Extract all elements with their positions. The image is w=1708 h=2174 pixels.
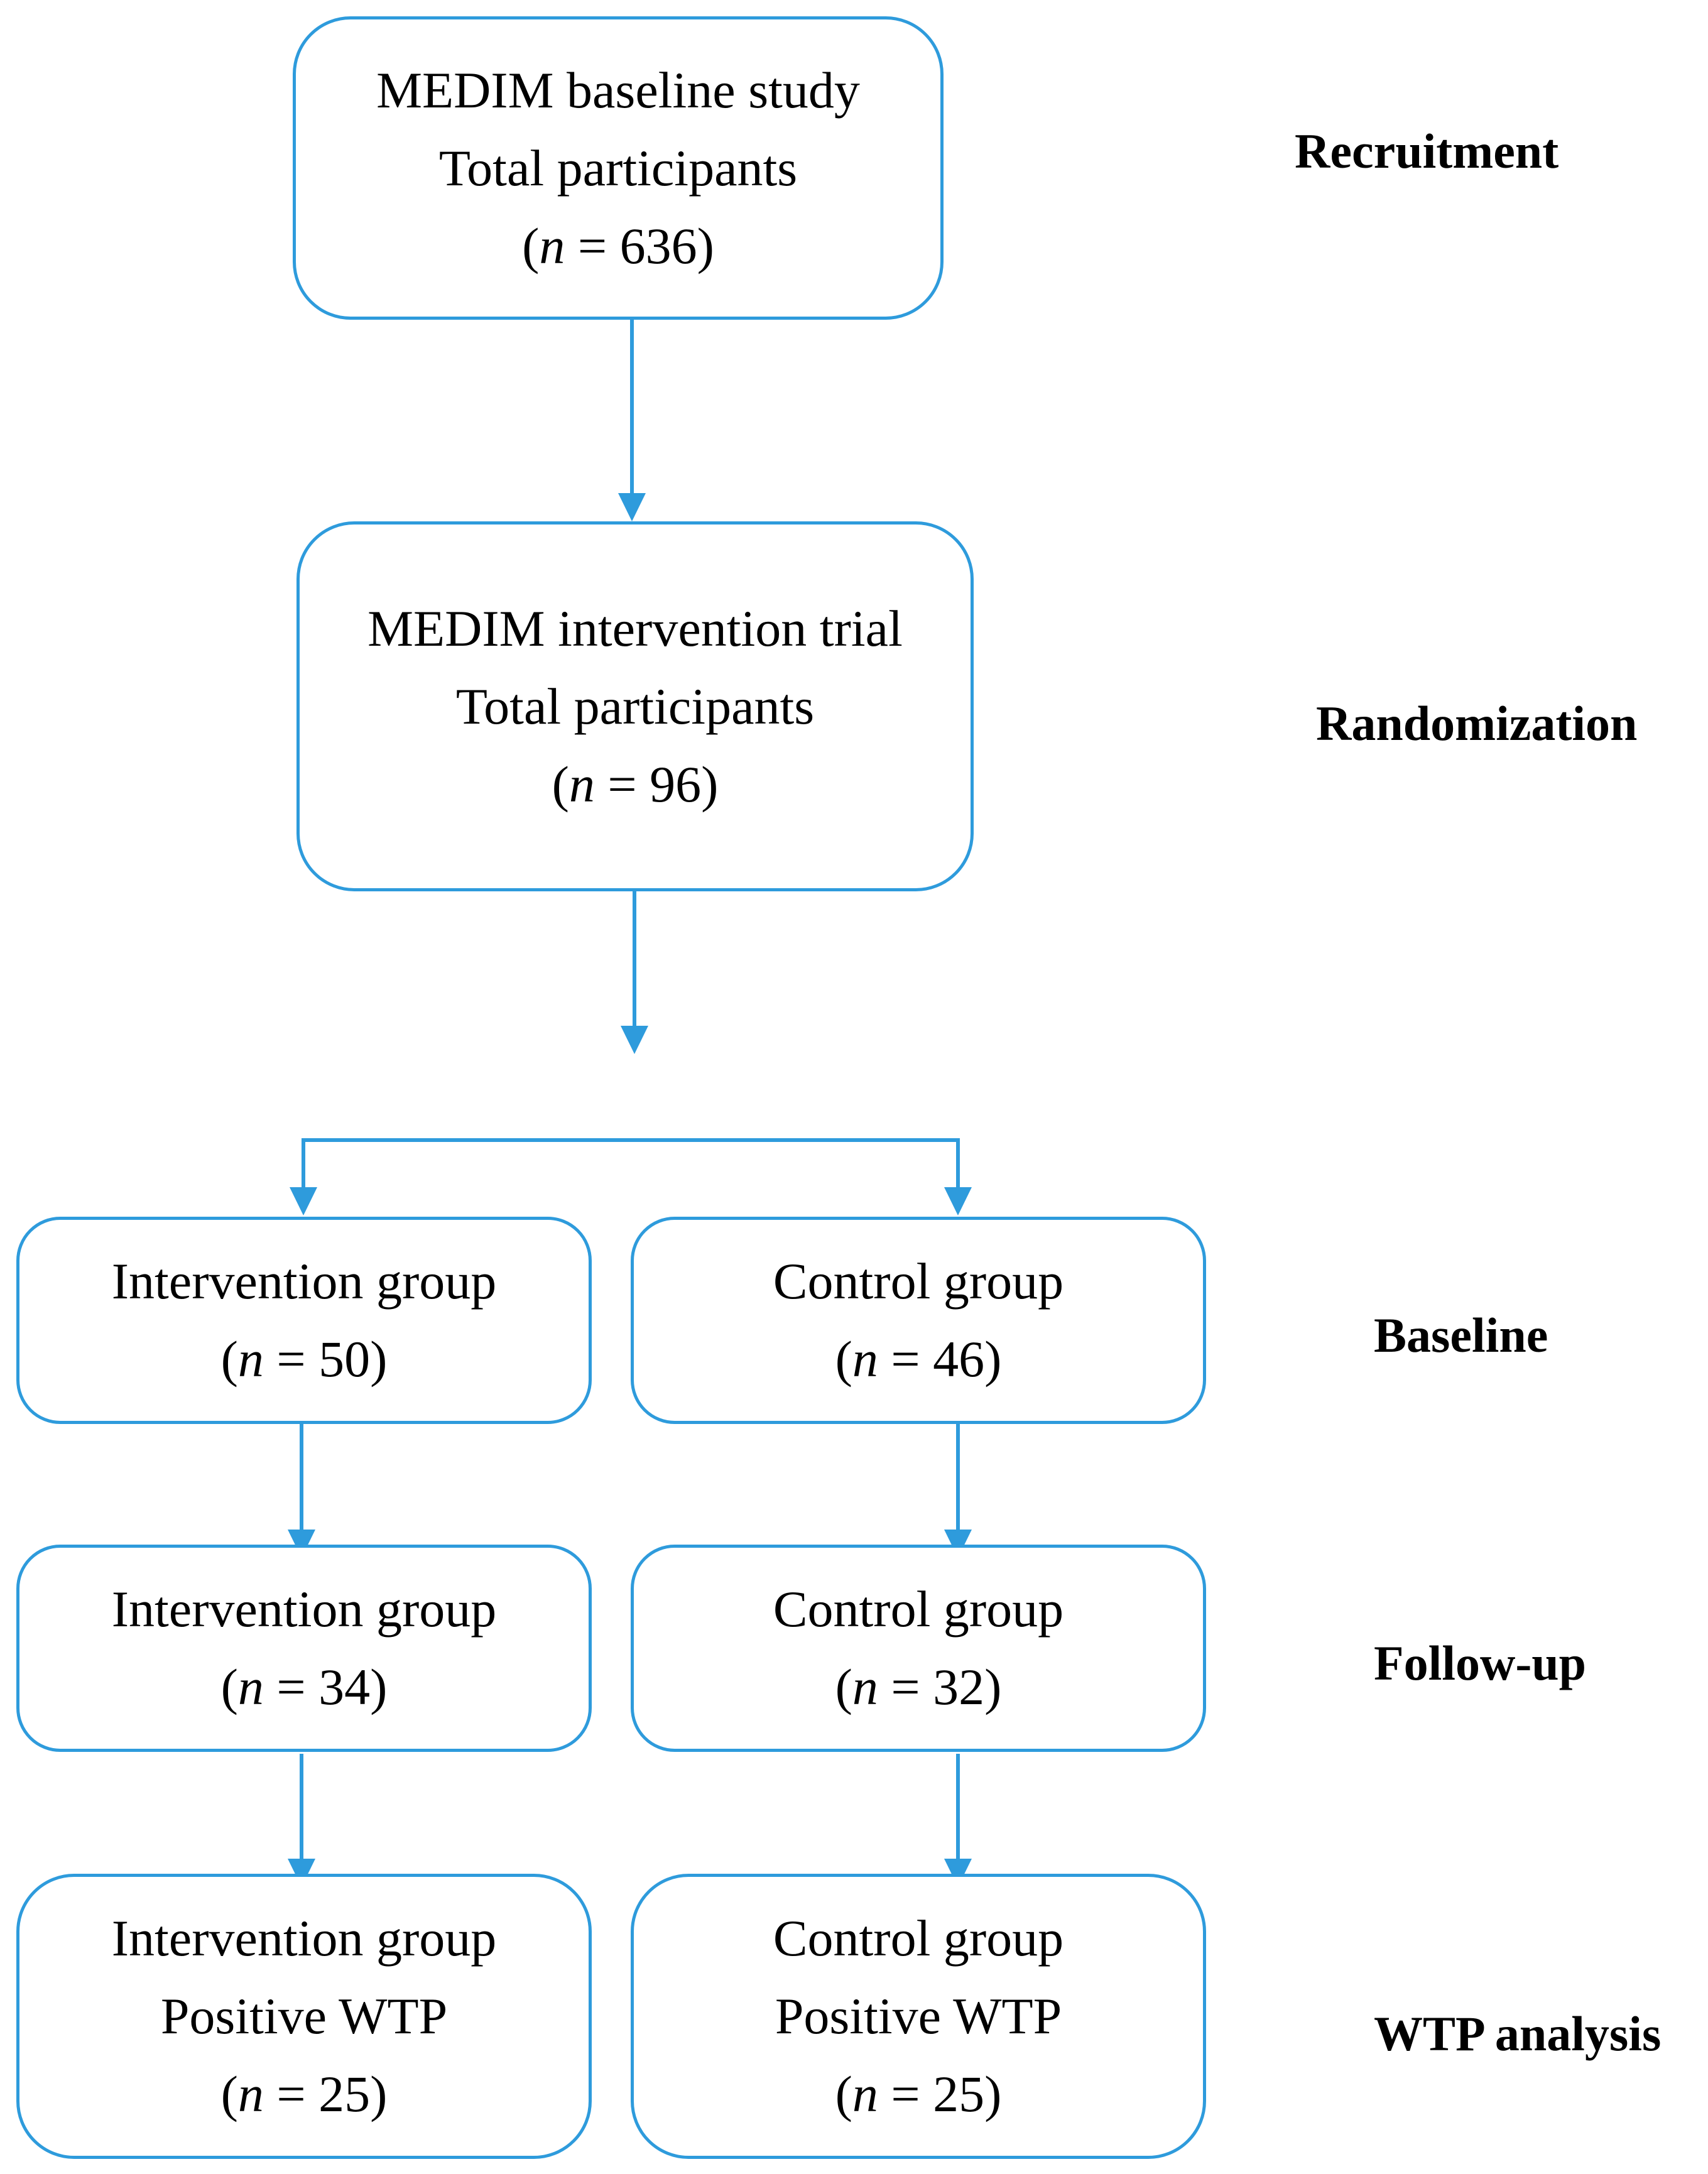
box-medim-intervention-trial: MEDIM intervention trial Total participa… bbox=[296, 521, 974, 891]
box-wtp-intervention-group: Intervention group Positive WTP (n = 25) bbox=[16, 1874, 592, 2159]
box-title: Intervention group bbox=[111, 1253, 497, 1310]
stage-label-wtp-analysis: WTP analysis bbox=[1374, 2006, 1662, 2061]
box-title: Intervention group bbox=[111, 1580, 497, 1638]
stage-label-recruitment: Recruitment bbox=[1295, 124, 1559, 178]
participant-count: (n = 25) bbox=[220, 2065, 388, 2122]
participant-count: (n = 34) bbox=[220, 1658, 388, 1715]
box-title: MEDIM baseline study bbox=[376, 61, 860, 119]
arrowhead-icon bbox=[288, 1530, 315, 1558]
stage-label-follow-up: Follow-up bbox=[1374, 1636, 1587, 1690]
arrowhead-icon bbox=[944, 1859, 972, 1887]
box-subtitle: Total participants bbox=[455, 677, 815, 735]
arrowhead-icon bbox=[621, 1026, 648, 1054]
box-baseline-intervention-group: Intervention group (n = 50) bbox=[16, 1217, 592, 1424]
box-followup-intervention-group: Intervention group (n = 34) bbox=[16, 1545, 592, 1752]
box-followup-control-group: Control group (n = 32) bbox=[631, 1545, 1206, 1752]
participant-count: (n = 50) bbox=[220, 1330, 388, 1388]
arrowhead-icon bbox=[290, 1187, 317, 1215]
participant-count: (n = 46) bbox=[835, 1330, 1002, 1388]
stage-label-randomization: Randomization bbox=[1316, 696, 1638, 751]
box-title: Control group bbox=[773, 1910, 1064, 1967]
box-subtitle: Positive WTP bbox=[160, 1987, 448, 2045]
arrowhead-icon bbox=[288, 1859, 315, 1887]
participant-count: (n = 32) bbox=[835, 1658, 1002, 1715]
participant-count: (n = 25) bbox=[835, 2065, 1002, 2122]
box-title: Control group bbox=[773, 1580, 1064, 1638]
box-medim-baseline-study: MEDIM baseline study Total participants … bbox=[293, 16, 944, 320]
box-baseline-control-group: Control group (n = 46) bbox=[631, 1217, 1206, 1424]
participant-count: (n = 96) bbox=[552, 755, 719, 813]
box-wtp-control-group: Control group Positive WTP (n = 25) bbox=[631, 1874, 1206, 2159]
box-subtitle: Positive WTP bbox=[775, 1987, 1062, 2045]
stage-label-baseline: Baseline bbox=[1374, 1308, 1548, 1362]
participant-count: (n = 636) bbox=[522, 217, 714, 274]
arrowhead-icon bbox=[618, 493, 646, 521]
box-title: Control group bbox=[773, 1253, 1064, 1310]
box-subtitle: Total participants bbox=[438, 139, 798, 197]
box-title: Intervention group bbox=[111, 1910, 497, 1967]
arrowhead-icon bbox=[944, 1187, 972, 1215]
box-title: MEDIM intervention trial bbox=[367, 599, 903, 657]
arrowhead-icon bbox=[944, 1530, 972, 1558]
